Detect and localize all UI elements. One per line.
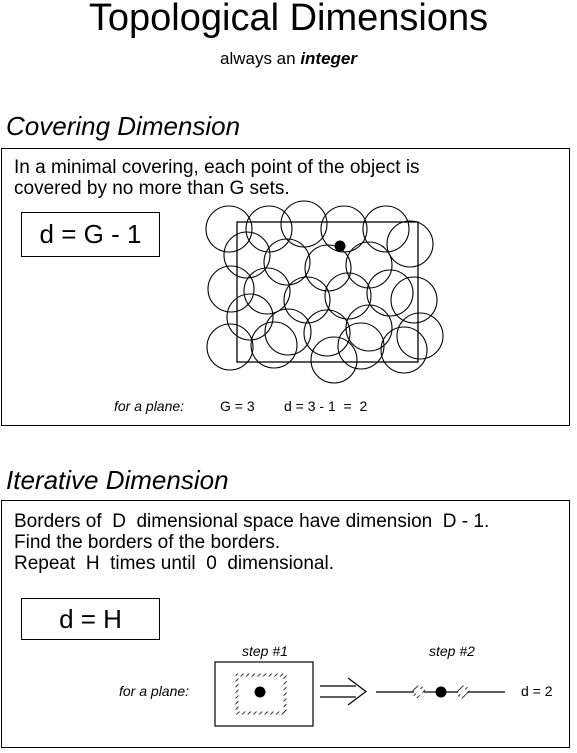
covering-set-circle <box>283 276 331 324</box>
covering-set-circle <box>223 231 271 279</box>
covering-set-circle <box>207 265 255 313</box>
covering-example-d: d = 3 - 1 = 2 <box>284 398 368 414</box>
covering-set-circle <box>380 326 428 374</box>
covering-description-line2: covered by no more than G sets. <box>14 178 290 199</box>
covering-set-circle <box>264 308 312 356</box>
step1-border <box>235 673 287 715</box>
subtitle-prefix: always an <box>219 49 301 68</box>
covering-set-circle <box>245 205 293 253</box>
step1-label: step #1 <box>242 643 288 659</box>
covering-set-circle <box>243 267 291 315</box>
covering-example-label: for a plane: <box>114 398 185 414</box>
covering-set-circle <box>303 309 351 357</box>
covering-set-circle <box>345 241 393 289</box>
iterative-formula: d = H <box>59 603 122 634</box>
covering-formula: d = G - 1 <box>39 219 142 249</box>
iterative-panel <box>1 500 570 748</box>
iterative-line1: Borders of D dimensional space have dime… <box>14 511 490 532</box>
covering-example-g: G = 3 <box>220 398 255 414</box>
covering-set-circle <box>205 205 253 253</box>
step2-point <box>435 686 447 698</box>
step2-border-point-right <box>456 685 470 699</box>
implies-arrow-icon <box>320 677 367 706</box>
covering-description-line1: In a minimal covering, each point of the… <box>14 157 420 178</box>
covering-set-circle <box>263 238 311 286</box>
step1-plane <box>214 661 314 727</box>
iterative-formula-box: d = H <box>21 598 160 640</box>
iterative-result: d = 2 <box>521 683 553 699</box>
covering-set-circle <box>366 269 414 317</box>
iterative-line2: Find the borders of the borders. <box>14 532 281 553</box>
covering-set-circle <box>386 220 434 268</box>
page-subtitle: always an integer <box>0 48 577 70</box>
iterative-heading: Iterative Dimension <box>6 465 229 495</box>
covering-set-circle <box>310 336 358 384</box>
iterative-example-label: for a plane: <box>119 683 190 699</box>
covering-set-circle <box>226 293 274 341</box>
covering-formula-box: d = G - 1 <box>21 212 160 257</box>
step2-label: step #2 <box>429 643 475 659</box>
step2-border-point-left <box>412 685 426 699</box>
covering-set-circle <box>396 312 444 360</box>
subtitle-emphasis: integer <box>300 49 357 68</box>
covering-set-circle <box>337 322 385 370</box>
iterative-line3: Repeat H times until 0 dimensional. <box>14 553 334 574</box>
covering-panel <box>1 148 570 426</box>
step1-point <box>254 686 266 698</box>
covered-point <box>334 240 346 252</box>
covering-set-circle <box>362 205 410 253</box>
covering-set-circle <box>390 276 438 324</box>
page-title: Topological Dimensions <box>88 0 489 39</box>
covering-set-circle <box>206 323 254 371</box>
covering-set-circle <box>250 321 298 369</box>
covering-heading: Covering Dimension <box>6 111 241 141</box>
plane-square <box>236 221 419 363</box>
